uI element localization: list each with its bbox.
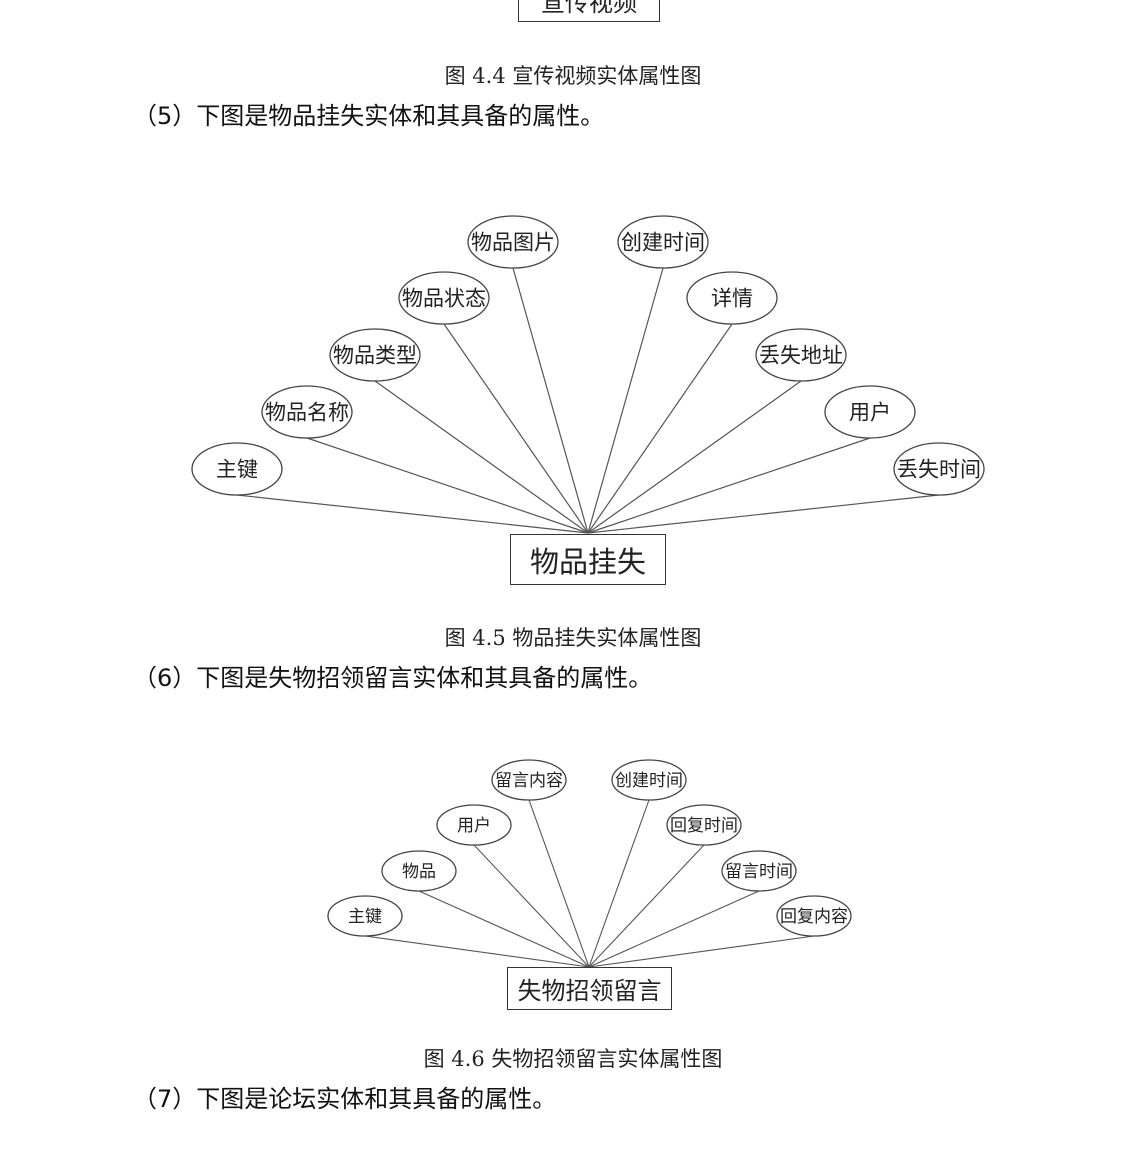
connector-line — [306, 437, 589, 534]
connector-line — [236, 494, 589, 534]
attribute-ellipse-shape — [467, 215, 559, 269]
connector-line — [364, 935, 590, 968]
attribute-label: 回复内容 — [780, 907, 848, 927]
entity-box-promo-video: 宣传视频 — [518, 0, 660, 22]
connector-line — [512, 267, 589, 534]
attribute-ellipse: 主键 — [191, 442, 283, 496]
connector-line — [587, 380, 802, 534]
attribute-label: 留言内容 — [495, 771, 563, 791]
figure-caption-4-5: 图 4.5 物品挂失实体属性图 — [444, 626, 702, 650]
attribute-ellipse: 丢失地址 — [755, 328, 847, 382]
attribute-ellipse-shape — [261, 385, 353, 439]
attribute-ellipse: 留言时间 — [721, 850, 797, 892]
connector-line — [443, 323, 589, 534]
paragraph-5: （5）下图是物品挂失实体和其具备的属性。 — [133, 102, 605, 130]
attribute-label: 物品名称 — [265, 401, 349, 425]
connector-line — [473, 844, 590, 968]
attribute-ellipse-shape — [721, 850, 797, 892]
attribute-label: 物品状态 — [402, 287, 486, 311]
attribute-ellipse-shape — [398, 271, 490, 325]
connector-line — [587, 494, 940, 534]
attribute-label: 丢失地址 — [759, 344, 843, 368]
entity-box-lost-item: 物品挂失 — [510, 534, 666, 585]
attribute-label: 留言时间 — [725, 862, 793, 882]
attribute-ellipse: 用户 — [824, 385, 916, 439]
attribute-label: 主键 — [348, 907, 382, 927]
connector-line — [374, 380, 589, 534]
attribute-ellipse-shape — [436, 804, 512, 846]
connector-line — [587, 323, 733, 534]
attribute-ellipse-shape — [617, 215, 709, 269]
attribute-label: 用户 — [457, 816, 491, 836]
attribute-ellipse: 物品类型 — [329, 328, 421, 382]
connector-line — [587, 437, 871, 534]
attribute-ellipse: 留言内容 — [491, 759, 567, 801]
attribute-label: 丢失时间 — [897, 458, 981, 482]
attribute-ellipse-shape — [191, 442, 283, 496]
attribute-ellipse: 丢失时间 — [893, 442, 985, 496]
attribute-label: 物品类型 — [333, 344, 417, 368]
attribute-ellipse-shape — [327, 895, 403, 937]
attribute-ellipse: 物品状态 — [398, 271, 490, 325]
attribute-ellipse-shape — [329, 328, 421, 382]
attribute-ellipse-shape — [824, 385, 916, 439]
attribute-ellipse: 物品图片 — [467, 215, 559, 269]
entity-label: 宣传视频 — [541, 0, 637, 17]
attribute-label: 用户 — [849, 401, 891, 425]
connector-line — [588, 844, 705, 968]
figure-caption-4-6: 图 4.6 失物招领留言实体属性图 — [423, 1047, 723, 1071]
attribute-ellipse: 物品 — [381, 850, 457, 892]
attribute-label: 物品图片 — [471, 231, 555, 255]
attribute-ellipse-shape — [893, 442, 985, 496]
entity-box-lost-found-message: 失物招领留言 — [507, 967, 672, 1010]
attribute-label: 物品 — [402, 862, 436, 882]
attribute-ellipse: 主键 — [327, 895, 403, 937]
attribute-ellipse-shape — [755, 328, 847, 382]
paragraph-7: （7）下图是论坛实体和其具备的属性。 — [133, 1085, 557, 1113]
connector-line — [587, 267, 664, 534]
connector-line — [588, 799, 650, 968]
paragraph-6: （6）下图是失物招领留言实体和其具备的属性。 — [133, 664, 653, 692]
attribute-ellipse-shape — [491, 759, 567, 801]
connector-line — [418, 890, 590, 968]
attribute-ellipse: 创建时间 — [611, 759, 687, 801]
connector-line — [588, 890, 760, 968]
attribute-ellipse-shape — [381, 850, 457, 892]
attribute-ellipse: 物品名称 — [261, 385, 353, 439]
attribute-ellipse-shape — [611, 759, 687, 801]
attribute-label: 回复时间 — [670, 816, 738, 836]
attribute-label: 创建时间 — [615, 771, 683, 791]
entity-label: 失物招领留言 — [517, 977, 662, 1005]
attribute-ellipse-shape — [776, 895, 852, 937]
connector-line — [528, 799, 590, 968]
entity-label: 物品挂失 — [529, 544, 646, 579]
figure-caption-4-4: 图 4.4 宣传视频实体属性图 — [444, 64, 702, 88]
attribute-label: 详情 — [711, 287, 753, 311]
attribute-ellipse: 详情 — [686, 271, 778, 325]
attribute-ellipse-shape — [666, 804, 742, 846]
attribute-ellipse-shape — [686, 271, 778, 325]
attribute-ellipse: 用户 — [436, 804, 512, 846]
attribute-label: 主键 — [216, 458, 258, 482]
attribute-ellipse: 回复内容 — [776, 895, 852, 937]
attribute-label: 创建时间 — [621, 231, 705, 255]
connector-line — [588, 935, 815, 968]
attribute-ellipse: 创建时间 — [617, 215, 709, 269]
attribute-ellipse: 回复时间 — [666, 804, 742, 846]
